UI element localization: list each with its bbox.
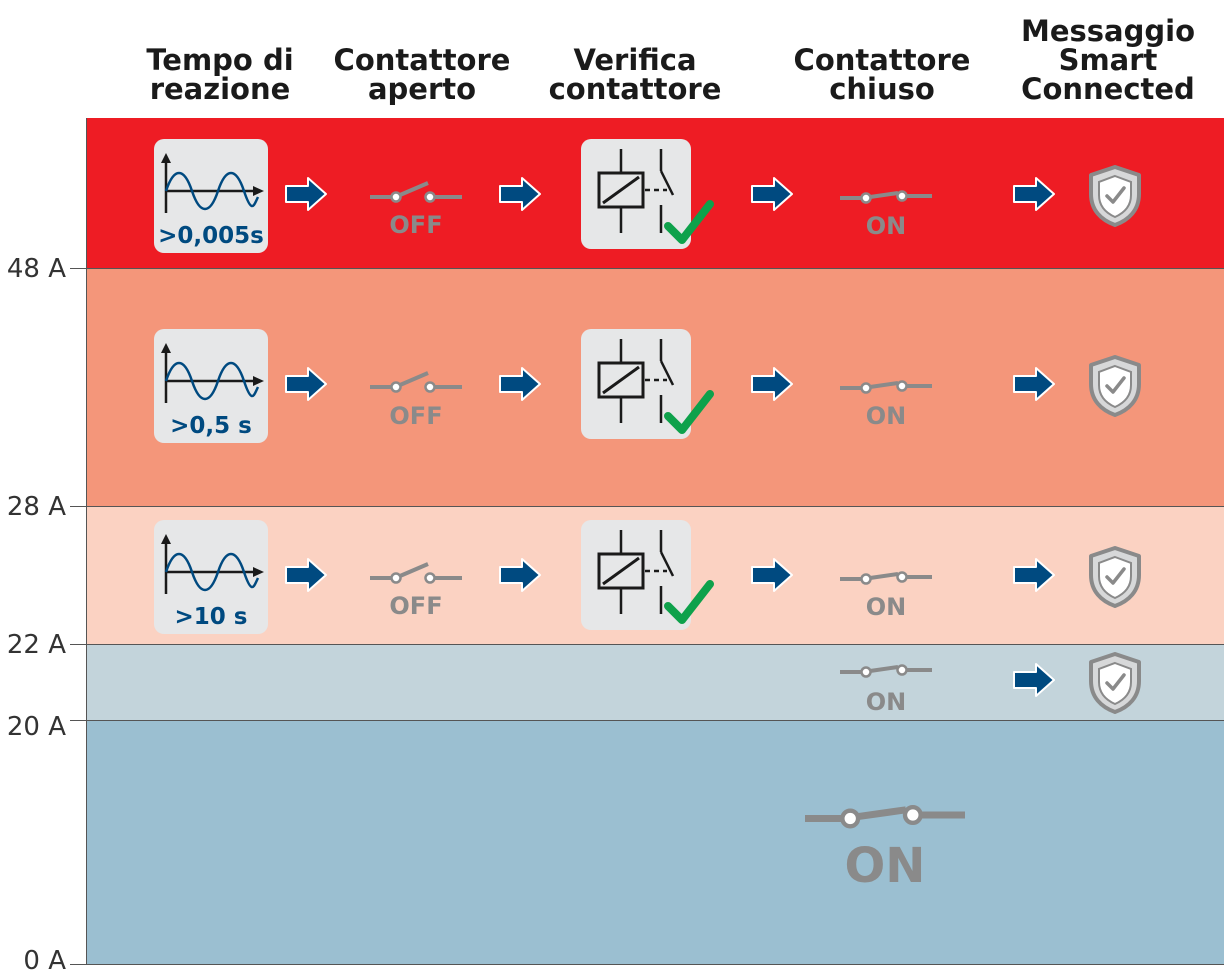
switch-state-label: OFF — [389, 402, 443, 430]
arrow-right-icon — [284, 366, 328, 402]
axis-label-0a: 0 A — [23, 946, 66, 976]
header-line: chiuso — [829, 72, 935, 106]
header-contactor-closed: Contattore chiuso — [782, 46, 982, 104]
response-time-tile: >10 s — [154, 520, 268, 634]
shield-check-icon — [1087, 651, 1143, 715]
axis-tick — [70, 644, 86, 645]
axis-tick — [70, 720, 86, 721]
header-smart-connected-message: Messaggio Smart Connected — [1008, 17, 1208, 104]
band-0a-20a — [86, 720, 1224, 964]
switch-state-label: OFF — [389, 592, 443, 620]
shield-check-icon — [1087, 164, 1143, 228]
response-time-value: >10 s — [174, 604, 248, 630]
threshold-line — [86, 964, 1224, 965]
checkmark-icon — [664, 580, 714, 626]
waveform-icon — [154, 153, 268, 223]
arrow-right-icon — [498, 557, 542, 593]
arrow-right-icon — [1012, 176, 1056, 212]
threshold-line — [86, 644, 1224, 645]
y-axis-line — [86, 118, 87, 964]
response-time-value: >0,005s — [158, 223, 264, 249]
arrow-right-icon — [1012, 662, 1056, 698]
shield-check-icon — [1087, 545, 1143, 609]
shield-check-icon — [1087, 354, 1143, 418]
axis-tick — [70, 506, 86, 507]
response-time-tile: >0,5 s — [154, 329, 268, 443]
header-contactor-open: Contattore aperto — [322, 46, 522, 104]
header-reaction-time: Tempo di reazione — [120, 46, 320, 104]
switch-state-label: ON — [865, 402, 907, 430]
axis-label-28a: 28 A — [6, 492, 66, 522]
arrow-right-icon — [284, 176, 328, 212]
header-line: Verifica — [573, 43, 697, 77]
header-line: Smart — [1058, 43, 1158, 77]
axis-label-22a: 22 A — [6, 630, 66, 660]
checkmark-icon — [664, 200, 714, 246]
switch-closed-icon — [840, 184, 932, 208]
arrow-right-icon — [498, 176, 542, 212]
switch-state-label: OFF — [389, 211, 443, 239]
header-line: Tempo di — [146, 43, 294, 77]
header-line: aperto — [367, 72, 477, 106]
axis-tick — [70, 964, 86, 965]
header-line: Connected — [1021, 72, 1195, 106]
arrow-right-icon — [1012, 557, 1056, 593]
header-contactor-check: Verifica contattore — [535, 46, 735, 104]
switch-closed-icon — [805, 794, 965, 836]
threshold-line — [86, 720, 1224, 721]
switch-closed-icon — [840, 565, 932, 589]
switch-closed-icon — [840, 374, 932, 398]
switch-state-label: ON — [865, 212, 907, 240]
axis-label-20a: 20 A — [6, 712, 66, 742]
arrow-right-icon — [750, 366, 794, 402]
axis-label-48a: 48 A — [6, 254, 66, 284]
switch-open-icon — [370, 371, 462, 395]
axis-tick — [70, 268, 86, 269]
threshold-line — [86, 268, 1224, 269]
checkmark-icon — [664, 390, 714, 436]
switch-state-label: ON — [865, 593, 907, 621]
arrow-right-icon — [284, 557, 328, 593]
switch-closed-icon — [840, 658, 932, 682]
header-line: reazione — [149, 72, 291, 106]
arrow-right-icon — [750, 557, 794, 593]
switch-state-label: ON — [844, 838, 926, 894]
header-line: contattore — [548, 72, 722, 106]
switch-state-label: ON — [865, 688, 907, 716]
response-time-value: >0,5 s — [170, 413, 252, 439]
arrow-right-icon — [750, 176, 794, 212]
response-time-tile: >0,005s — [154, 139, 268, 253]
arrow-right-icon — [1012, 366, 1056, 402]
header-line: Messaggio — [1021, 14, 1195, 48]
header-line: Contattore — [793, 43, 971, 77]
header-line: Contattore — [333, 43, 511, 77]
switch-open-icon — [370, 562, 462, 586]
waveform-icon — [154, 343, 268, 413]
switch-open-icon — [370, 181, 462, 205]
arrow-right-icon — [498, 366, 542, 402]
waveform-icon — [154, 534, 268, 604]
threshold-line — [86, 506, 1224, 507]
